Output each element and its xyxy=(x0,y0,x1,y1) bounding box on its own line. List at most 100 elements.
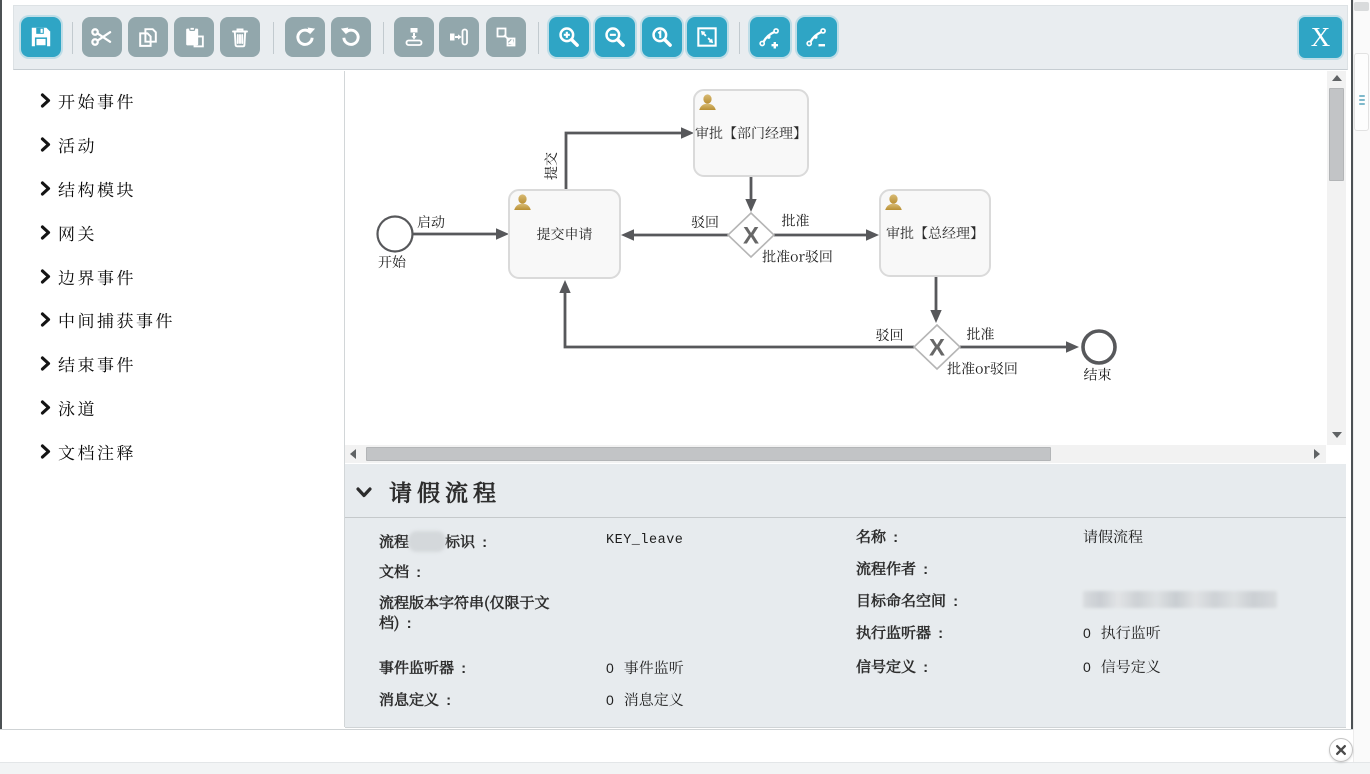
flow-submit-dept[interactable] xyxy=(564,131,681,190)
add-bendpoint-button[interactable] xyxy=(750,17,790,57)
scroll-right-arrow-icon[interactable] xyxy=(1314,449,1320,459)
delete-button[interactable] xyxy=(220,17,260,57)
undo-button[interactable] xyxy=(330,17,371,57)
field-label: 流程版本字符串(仅限于文档) : xyxy=(379,592,550,633)
zoom-actual-button[interactable] xyxy=(642,17,682,57)
align-horizontal-button[interactable] xyxy=(393,17,434,57)
zoom-in-button[interactable] xyxy=(548,17,589,57)
flow-label: 批准 xyxy=(967,324,995,344)
flow-label: 驳回 xyxy=(876,325,904,345)
toolbar-separator xyxy=(273,22,274,54)
field-label: 信号定义 : xyxy=(856,656,929,677)
end-event[interactable] xyxy=(1081,329,1117,365)
sidebar-item-swimlanes[interactable]: 泳道 xyxy=(40,395,97,420)
chevron-right-icon xyxy=(40,399,51,415)
fit-screen-icon xyxy=(697,27,717,47)
user-icon xyxy=(514,194,531,210)
chevron-right-icon xyxy=(40,180,51,196)
sidebar-item-label: 结束事件 xyxy=(58,350,136,376)
zoom-fit-button[interactable] xyxy=(687,17,727,57)
gateway-x-symbol: X xyxy=(743,223,759,250)
task-label: 提交申请 xyxy=(537,224,593,244)
flow-label-rotated: 提交 xyxy=(541,152,561,180)
task-dept-manager[interactable]: 审批【部门经理】 xyxy=(693,89,809,177)
flow-arrowheads xyxy=(496,127,1079,353)
toolbar-separator xyxy=(72,22,73,54)
redo-button[interactable] xyxy=(284,17,325,57)
save-icon xyxy=(31,27,51,47)
chevron-right-icon xyxy=(40,92,51,108)
sidebar-item-label: 活动 xyxy=(58,131,97,157)
chevron-right-icon xyxy=(40,224,51,240)
sidebar-item-label: 开始事件 xyxy=(58,87,136,113)
properties-panel: 请假流程 流程标识 : KEY_leave 文档 : 流程版本字符串(仅限于文档… xyxy=(345,464,1346,728)
cut-button[interactable] xyxy=(82,17,122,57)
page-scrollbar-thumb[interactable] xyxy=(1354,53,1369,131)
gateway-1[interactable]: X xyxy=(726,211,776,259)
flow-gateway2-reject[interactable] xyxy=(563,293,914,349)
diagram-canvas[interactable]: 开始 提交申请 审批【部门经理】 xyxy=(345,71,1327,445)
sidebar-item-intermediate-catching-events[interactable]: 中间捕获事件 xyxy=(40,307,175,332)
scissors-icon xyxy=(91,28,112,46)
sidebar-item-activities[interactable]: 活动 xyxy=(40,131,97,157)
copy-icon xyxy=(139,28,157,47)
scrollbar-corner xyxy=(1326,445,1346,463)
scroll-up-arrow-icon[interactable] xyxy=(1332,75,1342,81)
window-border-right xyxy=(1351,0,1353,729)
zoom-out-icon xyxy=(605,27,625,47)
horizontal-scrollbar-thumb[interactable] xyxy=(366,447,1051,461)
zoom-actual-icon xyxy=(652,27,672,47)
task-submit[interactable]: 提交申请 xyxy=(508,189,621,279)
field-label: 目标命名空间 : xyxy=(856,590,959,611)
sidebar-item-annotations[interactable]: 文档注释 xyxy=(40,439,136,464)
align-vertical-button[interactable] xyxy=(439,17,479,57)
scroll-down-arrow-icon[interactable] xyxy=(1332,432,1342,438)
scroll-left-arrow-icon[interactable] xyxy=(350,449,356,459)
field-label: 文档 : xyxy=(379,561,422,582)
gateway-2[interactable]: X xyxy=(912,323,962,371)
same-size-button[interactable] xyxy=(485,17,526,57)
zoom-out-button[interactable] xyxy=(595,17,635,57)
sidebar-item-start-events[interactable]: 开始事件 xyxy=(40,87,136,113)
gateway-x-symbol: X xyxy=(929,335,945,362)
sidebar-item-label: 网关 xyxy=(58,219,97,245)
sidebar-item-gateways[interactable]: 网关 xyxy=(40,219,97,245)
remove-bendpoint-button[interactable] xyxy=(796,17,837,57)
zoom-in-icon xyxy=(558,27,579,47)
toolbar: X xyxy=(13,5,1348,70)
close-window-button[interactable] xyxy=(1329,738,1353,762)
vertical-scrollbar-thumb[interactable] xyxy=(1329,88,1344,181)
gateway-label: 批准or驳回 xyxy=(762,247,833,267)
window-border-bottom xyxy=(0,729,1353,730)
sidebar-canvas-divider xyxy=(344,71,345,727)
paste-button[interactable] xyxy=(173,17,214,57)
start-event[interactable] xyxy=(376,215,414,253)
add-bendpoint-icon xyxy=(759,28,779,49)
bpmn-diagram: 开始 提交申请 审批【部门经理】 xyxy=(376,89,1117,385)
close-editor-button[interactable]: X xyxy=(1299,17,1342,58)
field-label: 流程作者 : xyxy=(856,558,929,579)
page-scrollbar-top-button[interactable] xyxy=(1354,2,1369,11)
properties-header[interactable]: 请假流程 xyxy=(345,464,1346,517)
undo-icon xyxy=(340,27,360,46)
close-icon xyxy=(1336,745,1346,755)
page-scrollbar[interactable] xyxy=(1353,0,1370,774)
flow-label: 批准 xyxy=(782,211,810,231)
properties-header-divider xyxy=(345,517,1346,518)
field-label: 执行监听器 : xyxy=(856,622,944,643)
copy-button[interactable] xyxy=(128,17,168,57)
scrollbar-grip-icon xyxy=(1359,95,1365,97)
toolbar-separator xyxy=(738,22,740,54)
task-general-manager[interactable]: 审批【总经理】 xyxy=(879,189,991,277)
redo-icon xyxy=(295,27,315,46)
save-button[interactable] xyxy=(21,17,61,57)
sidebar-item-boundary-events[interactable]: 边界事件 xyxy=(40,264,136,289)
sidebar-item-end-events[interactable]: 结束事件 xyxy=(40,350,136,376)
field-value[interactable]: 请假流程 xyxy=(1083,526,1144,547)
sidebar-item-structural[interactable]: 结构模块 xyxy=(40,176,136,201)
field-value[interactable]: KEY_leave xyxy=(606,533,684,548)
